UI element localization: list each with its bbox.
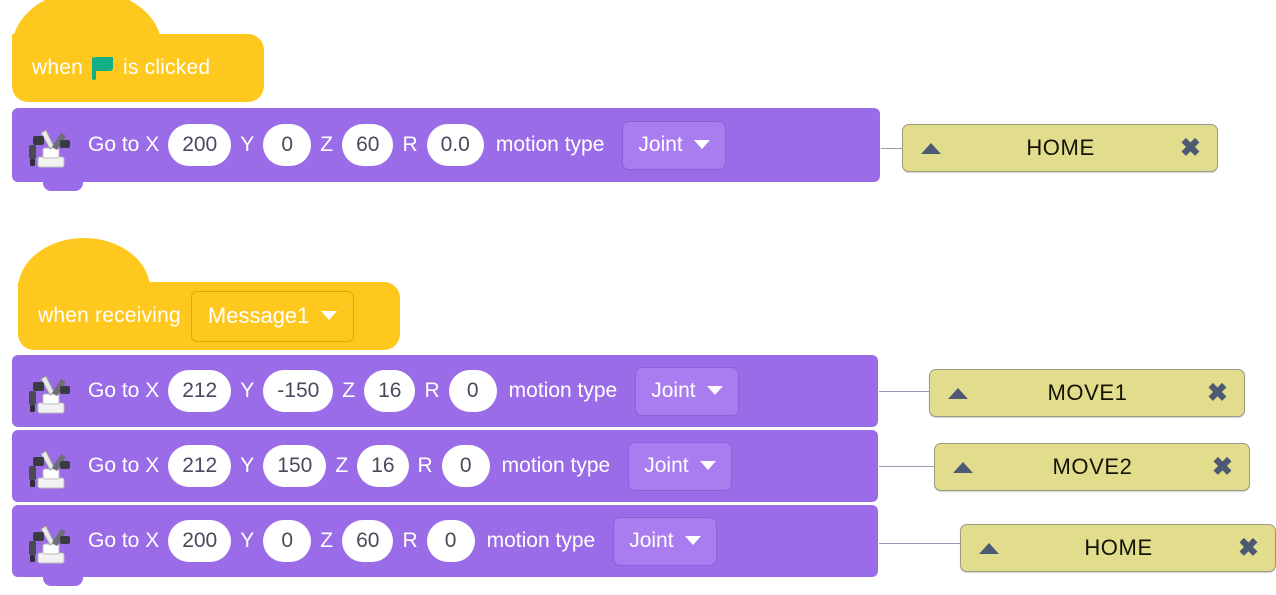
command-block-goto[interactable]: Go to X 200 Y 0 Z 60 R 0.0 motion type J…	[12, 108, 880, 191]
input-y[interactable]: 0	[263, 124, 312, 166]
command-block-goto[interactable]: Go to X 200 Y 0 Z 60 R 0 motion type Joi…	[12, 505, 878, 586]
input-y[interactable]: 150	[263, 445, 327, 487]
hat-dome	[18, 238, 150, 296]
hat-block-when-receiving[interactable]: when receiving Message1	[18, 238, 400, 350]
label-z: Z	[342, 379, 356, 402]
dropdown-motion-type-value: Joint	[629, 528, 674, 552]
waypoint-tag-label: HOME	[1084, 535, 1153, 560]
input-y[interactable]: -150	[263, 370, 334, 412]
input-r[interactable]: 0.0	[426, 124, 484, 166]
connector-line	[879, 466, 935, 467]
dropdown-motion-type[interactable]: Joint	[613, 516, 717, 566]
input-z[interactable]: 60	[342, 124, 394, 166]
command-block-goto[interactable]: Go to X 212 Y -150 Z 16 R 0 motion type …	[12, 355, 878, 427]
input-x[interactable]: 212	[168, 445, 232, 487]
robot-arm-icon	[22, 367, 80, 415]
waypoint-tag-home[interactable]: HOME ✖	[902, 124, 1218, 172]
close-icon[interactable]: ✖	[1180, 133, 1201, 162]
label-z: Z	[320, 133, 334, 156]
dropdown-message-value: Message1	[207, 302, 310, 328]
input-z[interactable]: 60	[342, 520, 394, 562]
input-x[interactable]: 200	[168, 520, 232, 562]
input-z[interactable]: 16	[364, 370, 416, 412]
dropdown-motion-type-value: Joint	[651, 378, 696, 402]
input-r[interactable]: 0	[448, 370, 497, 412]
collapse-up-icon[interactable]	[948, 387, 968, 399]
chevron-down-icon	[693, 140, 710, 149]
close-icon[interactable]: ✖	[1238, 533, 1259, 562]
dropdown-motion-type-value: Joint	[644, 453, 689, 477]
input-z[interactable]: 16	[357, 445, 409, 487]
block-label-goto: Go to X	[88, 454, 160, 477]
waypoint-tag-move2[interactable]: MOVE2 ✖	[934, 443, 1250, 491]
dropdown-motion-type-value: Joint	[638, 132, 683, 156]
block-label-goto: Go to X	[88, 379, 160, 402]
input-y[interactable]: 0	[263, 520, 312, 562]
green-flag-icon	[90, 55, 116, 81]
waypoint-tag-label: MOVE2	[1052, 454, 1133, 479]
waypoint-tag-home[interactable]: HOME ✖	[960, 524, 1276, 572]
hat-label-when: when	[32, 56, 84, 79]
input-r[interactable]: 0	[441, 445, 490, 487]
collapse-up-icon[interactable]	[953, 461, 973, 473]
label-motion-type: motion type	[495, 133, 605, 156]
label-z: Z	[320, 529, 334, 552]
hat-block-when-flag-clicked[interactable]: when is clicked	[12, 0, 264, 102]
chevron-down-icon	[321, 311, 338, 320]
close-icon[interactable]: ✖	[1207, 378, 1228, 407]
block-label-goto: Go to X	[88, 529, 160, 552]
connector-line	[879, 543, 961, 544]
chevron-down-icon	[699, 461, 716, 470]
command-block-goto[interactable]: Go to X 212 Y 150 Z 16 R 0 motion type J…	[12, 430, 878, 502]
waypoint-tag-label: MOVE1	[1047, 380, 1128, 405]
block-label-goto: Go to X	[88, 133, 160, 156]
label-y: Y	[240, 133, 255, 156]
input-x[interactable]: 212	[168, 370, 232, 412]
label-motion-type: motion type	[486, 529, 596, 552]
dropdown-motion-type[interactable]: Joint	[635, 366, 739, 416]
label-r: R	[402, 133, 418, 156]
label-r: R	[424, 379, 440, 402]
connector-line	[881, 148, 903, 149]
dropdown-motion-type[interactable]: Joint	[622, 120, 726, 170]
connector-line	[879, 391, 930, 392]
collapse-up-icon[interactable]	[921, 142, 941, 154]
label-motion-type: motion type	[501, 454, 611, 477]
chevron-down-icon	[706, 386, 723, 395]
label-z: Z	[335, 454, 349, 477]
input-x[interactable]: 200	[168, 124, 232, 166]
collapse-up-icon[interactable]	[979, 542, 999, 554]
input-r[interactable]: 0	[426, 520, 475, 562]
hat-label-is-clicked: is clicked	[123, 56, 211, 79]
waypoint-tag-label: HOME	[1026, 135, 1095, 160]
dropdown-motion-type[interactable]: Joint	[628, 441, 732, 491]
chevron-down-icon	[684, 536, 701, 545]
robot-arm-icon	[22, 442, 80, 490]
robot-arm-icon	[22, 517, 80, 565]
waypoint-tag-move1[interactable]: MOVE1 ✖	[929, 369, 1245, 417]
label-r: R	[402, 529, 418, 552]
robot-arm-icon	[22, 121, 80, 169]
label-y: Y	[240, 379, 255, 402]
hat-label-when-receiving: when receiving	[38, 304, 181, 327]
label-r: R	[417, 454, 433, 477]
close-icon[interactable]: ✖	[1212, 452, 1233, 481]
label-y: Y	[240, 529, 255, 552]
dropdown-message[interactable]: Message1	[190, 290, 355, 342]
hat-dome	[12, 0, 162, 48]
label-y: Y	[240, 454, 255, 477]
label-motion-type: motion type	[508, 379, 618, 402]
